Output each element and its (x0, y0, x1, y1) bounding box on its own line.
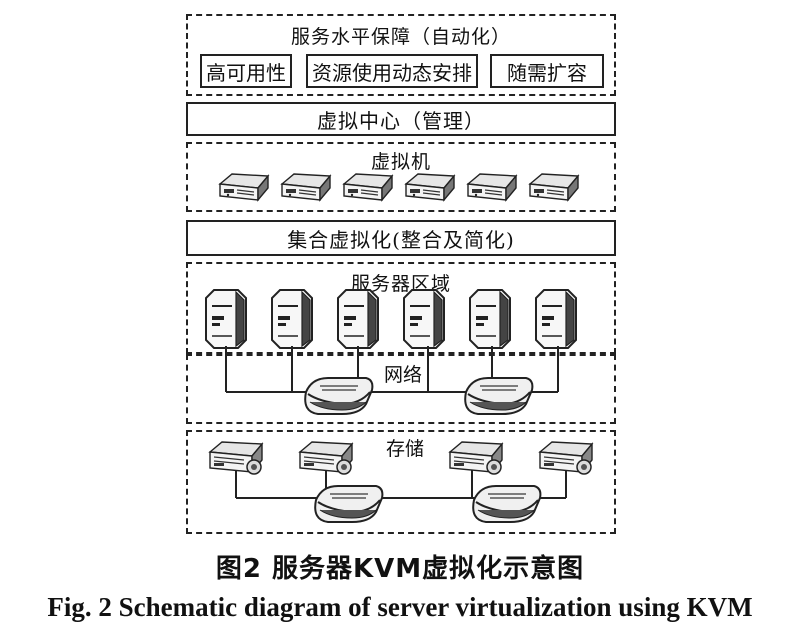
service-level-layer: 服务水平保障（自动化） 高可用性 资源使用动态安排 随需扩容 (186, 14, 616, 96)
storage-layer (186, 430, 616, 534)
service-item-dynamic-allocation: 资源使用动态安排 (306, 54, 478, 88)
virtual-center-label: 虚拟中心（管理） (317, 108, 485, 133)
virtual-machine-icon (529, 173, 579, 201)
figure-caption-english: Fig. 2 Schematic diagram of server virtu… (47, 592, 753, 622)
consolidation-bar: 集合虚拟化(整合及简化) (186, 220, 616, 256)
network-switch-icon (464, 377, 534, 415)
storage-array-icon (539, 441, 593, 475)
server-tower-icon (337, 289, 379, 349)
virtual-machine-icon (405, 173, 455, 201)
service-item-on-demand-scaling: 随需扩容 (490, 54, 604, 88)
network-layer-title: 网络 (380, 360, 427, 387)
virtual-center-bar: 虚拟中心（管理） (186, 102, 616, 136)
storage-array-icon (209, 441, 263, 475)
network-layer (186, 354, 616, 424)
storage-array-icon (449, 441, 503, 475)
network-switch-icon (304, 377, 374, 415)
server-tower-icon (535, 289, 577, 349)
storage-layer-title: 存储 (382, 434, 429, 461)
figure-caption-chinese: 图2 服务器KVM虚拟化示意图 (215, 554, 585, 584)
storage-switch-icon (472, 485, 542, 523)
consolidation-label: 集合虚拟化(整合及简化) (287, 227, 515, 252)
service-item-high-availability: 高可用性 (200, 54, 292, 88)
virtual-machine-icon (343, 173, 393, 201)
virtual-machine-icon (467, 173, 517, 201)
storage-array-icon (299, 441, 353, 475)
service-level-title: 服务水平保障（自动化） (290, 26, 511, 48)
virtual-machine-icon (281, 173, 331, 201)
server-tower-icon (403, 289, 445, 349)
server-tower-icon (469, 289, 511, 349)
server-tower-icon (205, 289, 247, 349)
vm-layer: 虚拟机 (186, 142, 616, 212)
server-tower-icon (271, 289, 313, 349)
storage-switch-icon (314, 485, 384, 523)
vm-layer-title: 虚拟机 (370, 151, 431, 173)
virtual-machine-icon (219, 173, 269, 201)
